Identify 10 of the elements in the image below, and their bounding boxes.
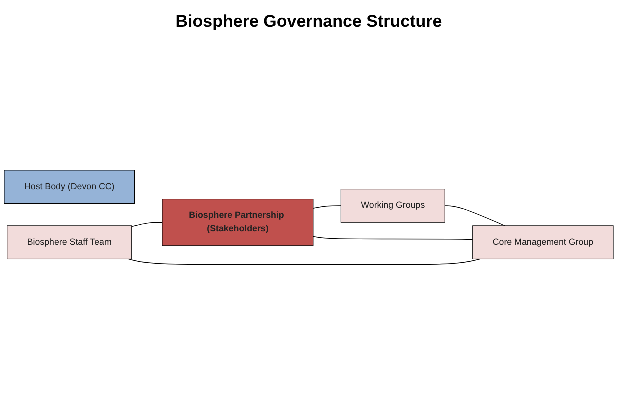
- connector: [444, 206, 506, 227]
- node-box: Host Body (Devon CC): [4, 170, 136, 204]
- connector: [132, 222, 163, 228]
- diagram-title: Biosphere Governance Structure: [174, 12, 444, 32]
- connector: [313, 236, 474, 241]
- node-box: Biosphere Staff Team: [7, 226, 132, 260]
- node-box: Core Management Group: [472, 226, 614, 260]
- connector: [313, 206, 342, 210]
- node-box: Working Groups: [340, 189, 446, 224]
- node-box: Biosphere Partnership (Stakeholders): [162, 199, 314, 247]
